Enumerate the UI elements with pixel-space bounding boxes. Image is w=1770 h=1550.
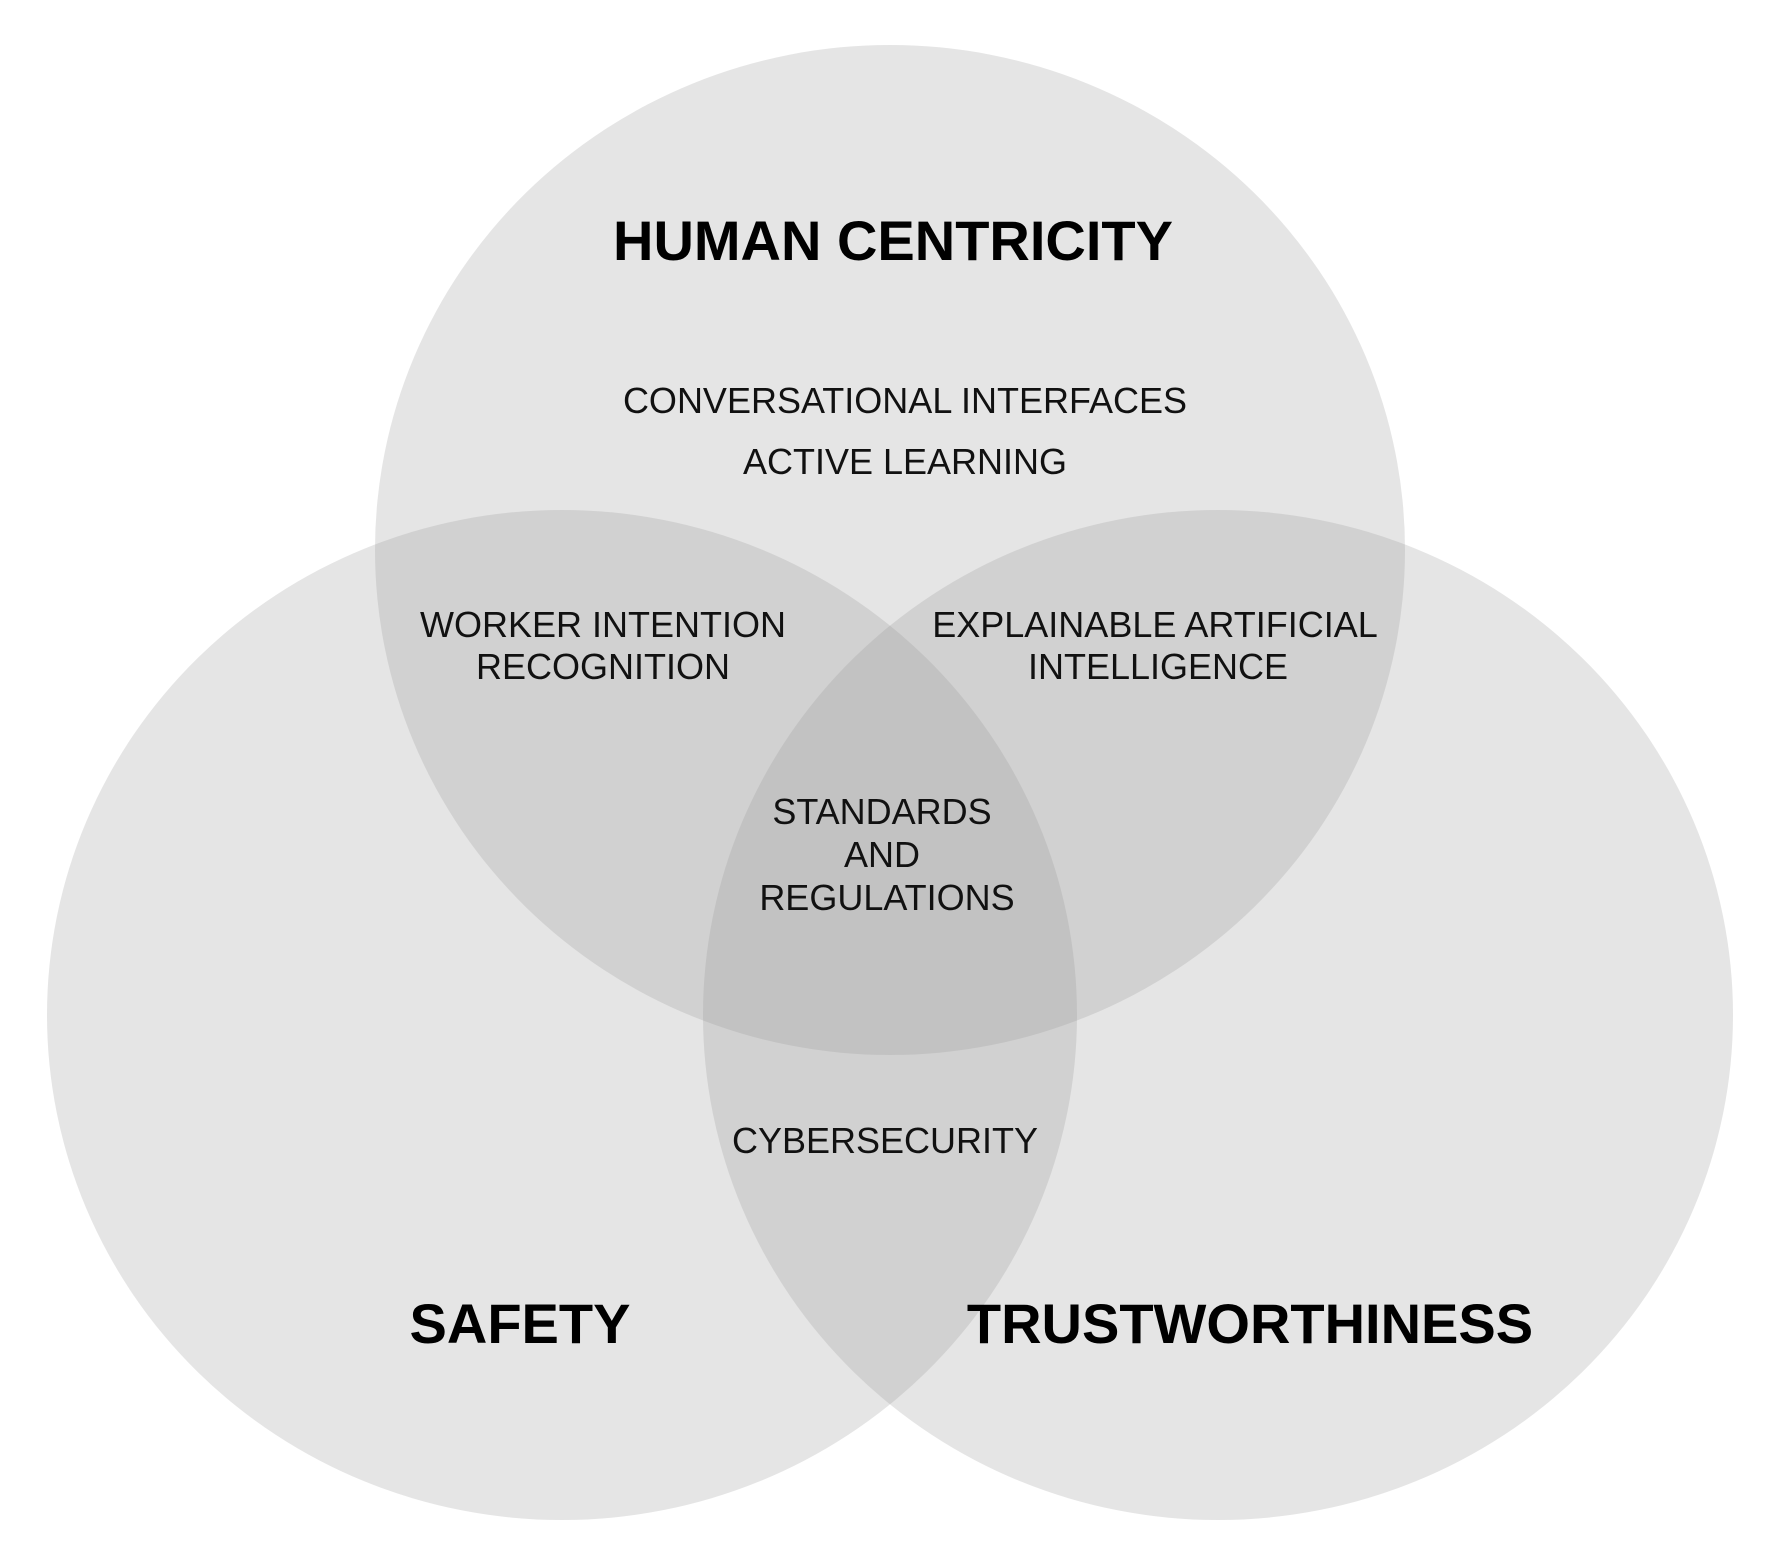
set-title-human-centricity: HUMAN CENTRICITY <box>613 209 1173 272</box>
set-title-trustworthiness: TRUSTWORTHINESS <box>967 1292 1533 1355</box>
item-regulations: REGULATIONS <box>759 877 1014 918</box>
item-intelligence: INTELLIGENCE <box>1028 646 1288 687</box>
item-active-learning: ACTIVE LEARNING <box>743 441 1067 482</box>
set-title-safety: SAFETY <box>410 1292 631 1355</box>
item-worker-intention: WORKER INTENTION <box>420 604 786 645</box>
item-cybersecurity: CYBERSECURITY <box>732 1120 1038 1161</box>
item-standards: STANDARDS <box>772 791 991 832</box>
item-conversational-interfaces: CONVERSATIONAL INTERFACES <box>623 380 1187 421</box>
item-explainable-artificial: EXPLAINABLE ARTIFICIAL <box>932 604 1378 645</box>
item-recognition: RECOGNITION <box>476 646 730 687</box>
circle-safety <box>47 510 1077 1520</box>
item-and: AND <box>844 834 920 875</box>
circle-trustworthiness <box>703 510 1733 1520</box>
circle-human-centricity <box>375 45 1405 1055</box>
